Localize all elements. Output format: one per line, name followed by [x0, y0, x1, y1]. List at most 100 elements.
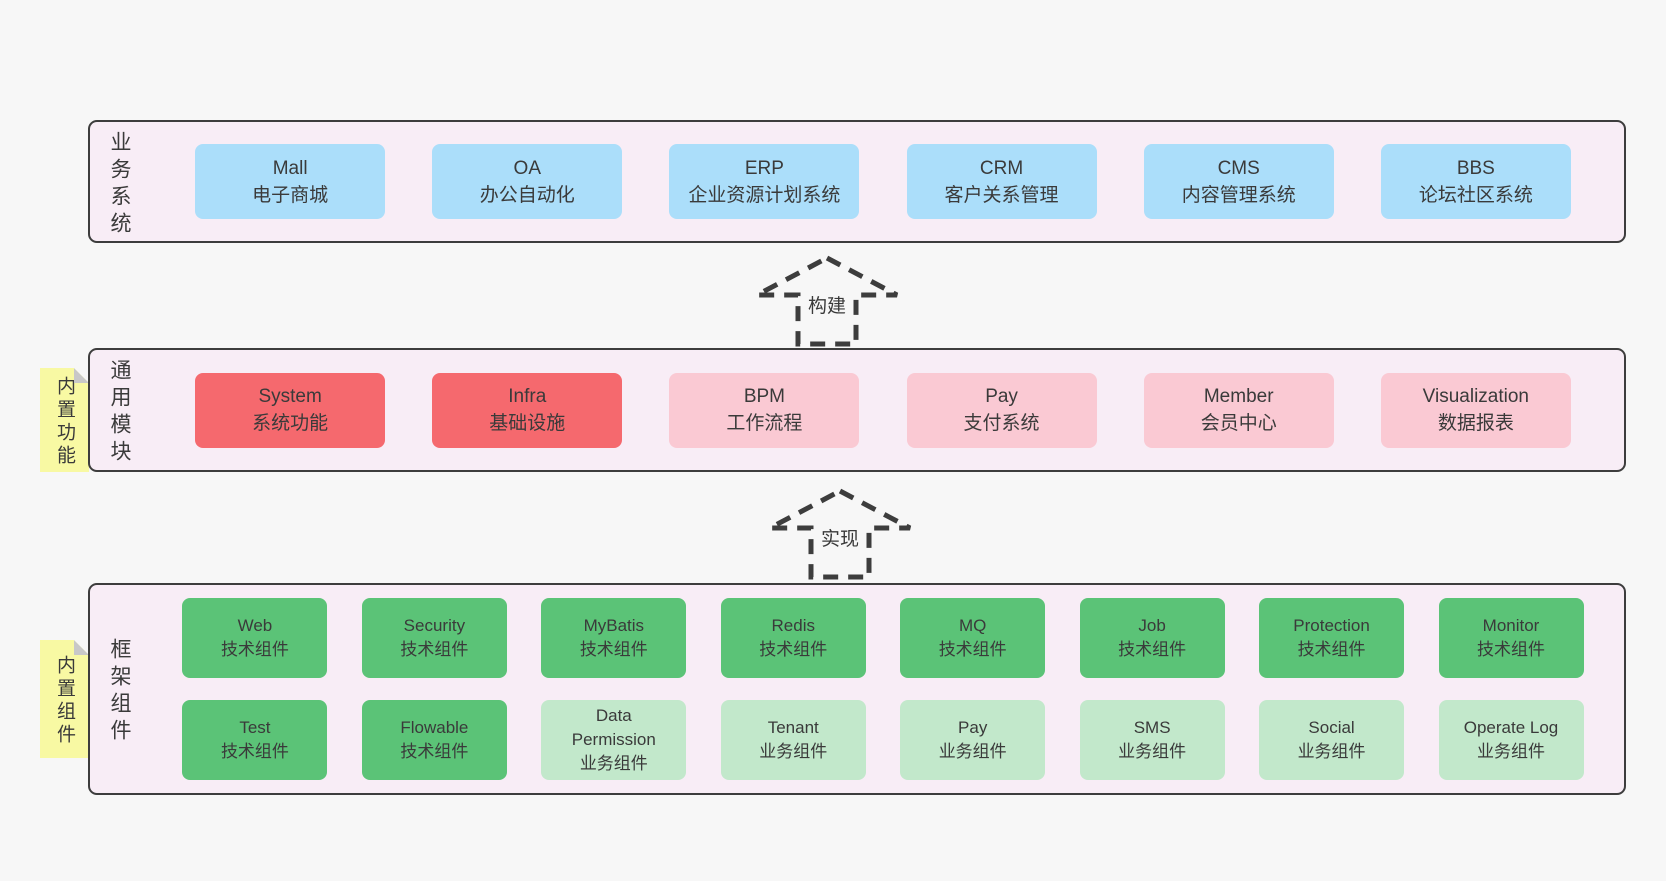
module-card-tenant: Tenant 业务组件 [720, 700, 866, 780]
band-label-framework-components: 框架组件 [108, 638, 131, 746]
module-card-crm: CRM 客户关系管理 [906, 144, 1097, 219]
card-title: OA [513, 157, 541, 179]
card-subtitle: 技术组件 [400, 742, 469, 761]
card-subtitle: 业务组件 [579, 754, 648, 773]
module-card-bbs: BBS 论坛社区系统 [1380, 144, 1571, 219]
sticky-note-built-in-components: 内置组件 [40, 640, 89, 758]
module-card-bpm: BPM 工作流程 [669, 372, 860, 448]
dashed-up-arrow-implement: 实现 [765, 488, 915, 580]
card-title: SMS [1133, 718, 1171, 737]
card-subtitle: 内容管理系统 [1181, 184, 1296, 206]
card-subtitle: 企业资源计划系统 [688, 184, 841, 206]
card-title: Web [237, 616, 273, 635]
card-subtitle: 电子商城 [252, 184, 329, 206]
card-title: Social [1308, 718, 1355, 737]
up-arrow-icon [755, 255, 899, 347]
card-subtitle: 技术组件 [1297, 640, 1366, 659]
note-fold-corner-icon [74, 368, 89, 383]
module-card-mybatis: MyBatis 技术组件 [541, 598, 687, 678]
card-title: CMS [1217, 157, 1260, 179]
card-subtitle: 业务组件 [1118, 742, 1187, 761]
arrow-label-build: 构建 [804, 291, 850, 318]
card-title: Tenant [767, 718, 819, 737]
card-title: Pay [985, 386, 1018, 407]
sticky-note-label: 内置功能 [54, 376, 75, 468]
card-title: Flowable [400, 718, 469, 737]
band-label-common-modules: 通用模块 [108, 359, 131, 467]
card-subtitle: 技术组件 [938, 640, 1007, 659]
card-title: BBS [1456, 157, 1495, 179]
card-subtitle: 客户关系管理 [944, 184, 1059, 206]
card-title: Monitor [1482, 616, 1540, 635]
card-subtitle: 技术组件 [759, 640, 828, 659]
arrow-label-implement: 实现 [817, 524, 863, 551]
card-subtitle: 基础设施 [489, 413, 566, 434]
card-subtitle: 技术组件 [220, 640, 289, 659]
card-title: Member [1203, 386, 1274, 407]
card-title: BPM [743, 386, 786, 407]
up-arrow-icon [768, 488, 912, 580]
card-subtitle: 工作流程 [726, 413, 803, 434]
module-card-social: Social 业务组件 [1259, 700, 1405, 780]
note-fold-corner-icon [74, 640, 89, 655]
module-card-pay: Pay 业务组件 [900, 700, 1046, 780]
card-title: Redis [771, 616, 815, 635]
card-subtitle: 会员中心 [1200, 413, 1277, 434]
dashed-up-arrow-build: 构建 [752, 255, 902, 347]
module-card-member: Member 会员中心 [1143, 372, 1334, 448]
card-title: CRM [979, 157, 1024, 179]
card-subtitle: 技术组件 [1477, 640, 1545, 659]
module-card-mall: Mall 电子商城 [195, 144, 386, 219]
card-title: Protection [1293, 616, 1370, 635]
card-subtitle: 业务组件 [759, 742, 828, 761]
module-card-job: Job 技术组件 [1079, 598, 1225, 678]
card-subtitle: 论坛社区系统 [1418, 184, 1533, 206]
sticky-note-label: 内置组件 [54, 655, 75, 747]
module-card-cms: CMS 内容管理系统 [1143, 144, 1334, 219]
card-title: ERP [744, 157, 784, 179]
card-subtitle: 业务组件 [938, 742, 1007, 761]
module-card-mq: MQ 技术组件 [900, 598, 1046, 678]
card-subtitle: 技术组件 [579, 640, 648, 659]
card-title: Test [239, 718, 271, 737]
card-subtitle: 系统功能 [252, 413, 329, 434]
module-card-redis: Redis 技术组件 [720, 598, 866, 678]
module-card-sms: SMS 业务组件 [1079, 700, 1225, 780]
module-card-pay: Pay 支付系统 [906, 372, 1097, 448]
module-card-monitor: Monitor 技术组件 [1438, 598, 1584, 678]
card-title: MQ [958, 616, 987, 635]
card-subtitle: 技术组件 [1118, 640, 1187, 659]
sticky-note-built-in-features: 内置功能 [40, 368, 89, 472]
card-title: Infra [508, 386, 547, 407]
module-card-visualization: Visualization 数据报表 [1380, 372, 1571, 448]
module-card-erp: ERP 企业资源计划系统 [669, 144, 860, 219]
module-card-protection: Protection 技术组件 [1259, 598, 1405, 678]
card-subtitle: 数据报表 [1437, 413, 1514, 434]
card-title: MyBatis [583, 616, 645, 635]
card-subtitle: 支付系统 [963, 413, 1040, 434]
module-card-infra: Infra 基础设施 [432, 372, 623, 448]
card-title: Visualization [1422, 386, 1529, 407]
card-subtitle: 业务组件 [1297, 742, 1366, 761]
module-card-operate-log: Operate Log 业务组件 [1438, 700, 1584, 780]
card-title: Pay [958, 718, 988, 737]
module-card-web: Web 技术组件 [182, 598, 328, 678]
card-title: Mall [272, 157, 308, 179]
card-title: Operate Log [1463, 718, 1559, 737]
band-label-business-systems: 业务系统 [108, 130, 131, 239]
card-title: Security [403, 616, 466, 635]
card-title: Job [1138, 616, 1166, 635]
card-subtitle: 业务组件 [1477, 742, 1545, 761]
